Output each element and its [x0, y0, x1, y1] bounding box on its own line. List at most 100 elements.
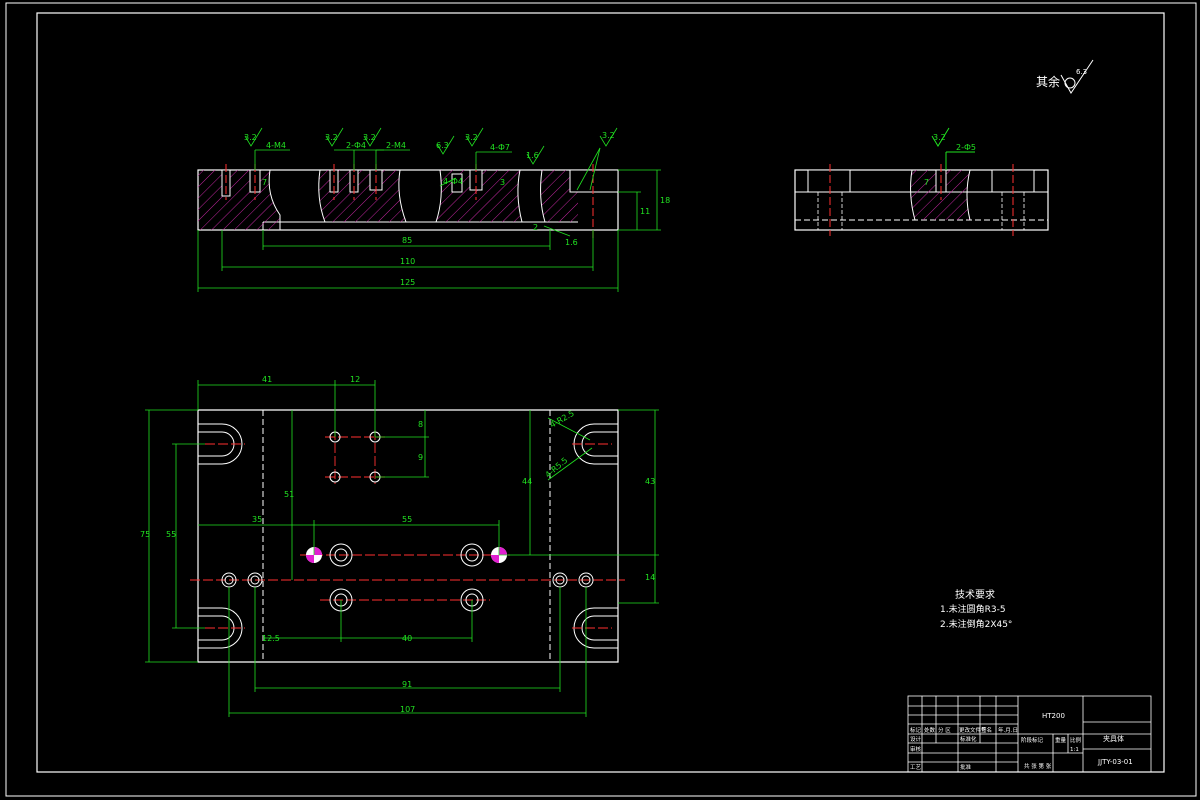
tdim-55-text: 55: [402, 515, 412, 524]
rough-mark-6-icon: [526, 145, 545, 165]
hole-cb-2: [460, 543, 484, 567]
rough-2: 3.2: [325, 133, 338, 142]
tdim-12-text: 12: [350, 375, 360, 384]
rough-mark-2-icon: [325, 127, 344, 147]
tb-material: HT200: [1042, 712, 1065, 720]
hole-cb-1-in: [334, 548, 348, 562]
break-line-4: [435, 169, 442, 223]
roughness-note-label: 其余: [1036, 74, 1060, 89]
hatch-region-2: [318, 170, 406, 222]
tdim-8-text: 8: [418, 420, 423, 429]
u-slot-top-left: [198, 423, 243, 465]
rough-1: 3.2: [244, 133, 257, 142]
side-step-left: [807, 169, 851, 193]
rough-mark-5-icon: [465, 127, 484, 147]
roughness-symbol-icon: [1060, 59, 1094, 94]
tb-label-13: 比例: [1070, 736, 1082, 744]
leader-r1: [547, 417, 591, 441]
callout-r2-5: 4-R2.5: [549, 409, 576, 430]
callout-2-d4: 2-Ф4: [346, 141, 366, 150]
tb-label-2: 分 区: [938, 726, 951, 734]
hole-top-3: [329, 471, 341, 483]
tdim-35-text: 35: [252, 515, 262, 524]
roughness-circle-icon: [1064, 77, 1076, 89]
hole-row-1-in: [224, 575, 234, 585]
side-break-1: [910, 169, 916, 221]
side-break-2: [966, 169, 971, 221]
tdim-43-text: 43: [645, 477, 655, 486]
tech-req-item-2: 2.未注倒角2X45°: [940, 618, 1012, 630]
callout-2-m4: 2-M4: [386, 141, 406, 150]
break-line-3: [398, 169, 407, 223]
pin-marker-left: [306, 547, 322, 563]
outer-frame: [5, 2, 1197, 797]
tdim-40-text: 40: [402, 634, 412, 643]
tb-label-11: 阶段标记: [1021, 736, 1044, 744]
side-rough-icon: [931, 127, 950, 147]
tb-label-4: 签名: [981, 726, 992, 734]
break-line-6: [540, 169, 546, 223]
leader-7: [589, 147, 601, 191]
section-step: [569, 169, 619, 193]
callout-4-d7: 4-Ф7: [490, 143, 510, 152]
rough-mark-1-icon: [244, 127, 263, 147]
side-view: 3.2 2-Ф5 7: [794, 127, 1049, 236]
dim-2: 2: [533, 223, 538, 232]
top-view: 41 12 8 9 51 75 55 35 55 44 43 14 12.5 4…: [140, 375, 659, 717]
tb-part-name: 夹具体: [1103, 734, 1124, 743]
u-slot-bottom-left: [198, 607, 243, 649]
title-block: [907, 695, 1152, 773]
tech-requirements: 技术要求 1.未注圆角R3-5 2.未注倒角2X45°: [940, 588, 1012, 630]
front-section-view: 3.2 3.2 3.2 6.3 3.2 1.6 3.2 4-M4 2-Ф4 2-…: [197, 127, 670, 292]
dim-3: 3: [500, 178, 505, 187]
tech-req-item-1: 1.未注圆角R3-5: [940, 603, 1006, 615]
tdim-55v-text: 55: [166, 530, 176, 539]
tdim-14-text: 14: [645, 573, 655, 582]
tb-label-5: 年.月.日: [998, 726, 1018, 734]
side-callout: 2-Ф5: [956, 143, 976, 152]
leader-6: [576, 147, 601, 191]
rough-3: 3.2: [363, 133, 376, 142]
hole-row-3-in: [555, 575, 565, 585]
dim-85: 85: [402, 236, 412, 245]
dim-110: 110: [400, 257, 415, 266]
leader-8: [543, 225, 571, 237]
hatch-region-4: [540, 170, 578, 222]
hole-row-4-in: [581, 575, 591, 585]
side-rough: 3.2: [933, 133, 946, 142]
tb-label-3: 更改文件号: [959, 726, 987, 734]
tb-label-9: 工艺: [910, 764, 922, 771]
tb-label-0: 标记: [910, 726, 922, 734]
break-line-1: [268, 169, 281, 230]
tdim-51-text: 51: [284, 490, 294, 499]
tb-label-15: 1:1: [1070, 747, 1079, 753]
rough-mark-3-icon: [363, 127, 382, 147]
top-outline: [197, 409, 619, 663]
hatch-region-1: [198, 170, 280, 230]
rough-7: 3.2: [602, 131, 615, 140]
tdim-12-5-text: 12.5: [262, 634, 280, 643]
leader-r2: [547, 447, 593, 481]
tb-label-10: 批准: [960, 763, 972, 771]
rough-5: 3.2: [465, 133, 478, 142]
tb-label-8: 审核: [910, 745, 922, 753]
inner-frame: [36, 12, 1165, 773]
side-hatch: [910, 170, 970, 220]
hole-row-2-in: [250, 575, 260, 585]
roughness-note-value: 6.3: [1076, 68, 1087, 76]
rough-6: 1.6: [526, 151, 539, 160]
hole-cb-2-in: [465, 548, 479, 562]
callout-4-d4: 4-Ф4: [443, 177, 463, 186]
tdim-75-text: 75: [140, 530, 150, 539]
dim-7: 7: [262, 178, 267, 187]
dim-11: 11: [640, 207, 650, 216]
section-hole-6: [451, 173, 463, 193]
rough-4: 6.3: [436, 141, 449, 150]
dim-125: 125: [400, 278, 415, 287]
tb-label-1: 处数: [924, 726, 936, 734]
side-depth: 7: [924, 178, 929, 187]
tb-label-12: 重量: [1055, 736, 1067, 744]
dim-chamfer: 1.6: [565, 238, 578, 247]
hole-cb-1: [329, 543, 353, 567]
